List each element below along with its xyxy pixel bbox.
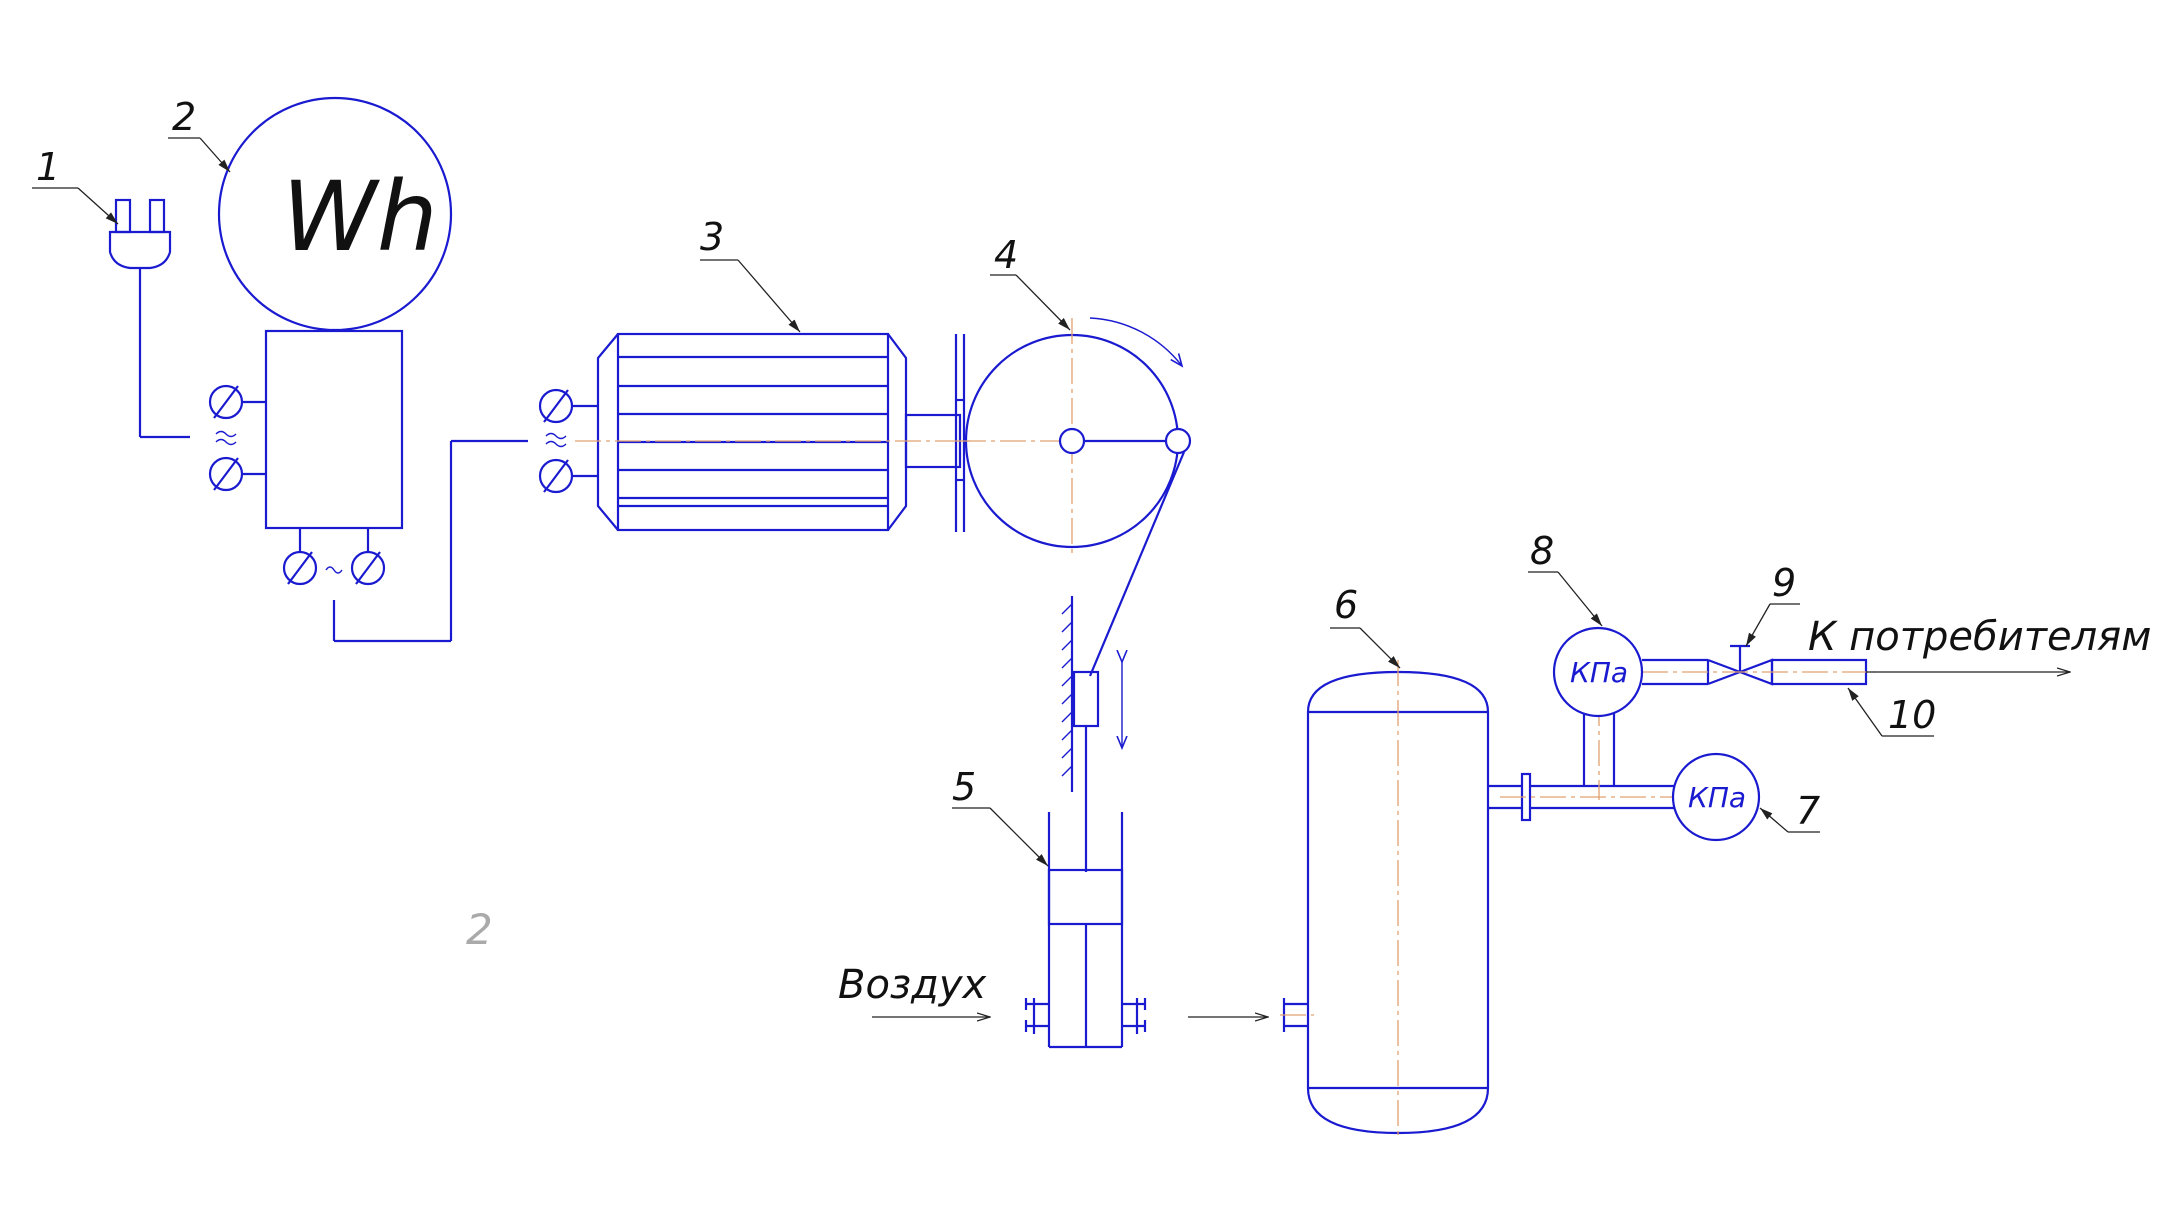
page-number: 2: [466, 905, 493, 954]
label-5: 5: [952, 765, 976, 809]
meter-output-terminals: [282, 550, 386, 586]
label-4: 4: [994, 233, 1018, 277]
label-6: 6: [1334, 583, 1358, 627]
air-label: Воздух: [838, 962, 987, 1008]
leader-2: [168, 137, 231, 173]
gauge-8-text: КПа: [1570, 656, 1628, 689]
label-3: 3: [700, 215, 724, 259]
label-1: 1: [36, 145, 60, 189]
gauge-7-text: КПа: [1688, 781, 1746, 814]
leader-1: [32, 187, 119, 225]
leader-6: [1330, 627, 1401, 669]
compressor-cylinder: [1024, 812, 1147, 1049]
label-8: 8: [1530, 529, 1554, 573]
leader-10: [1847, 687, 1934, 737]
label-10: 10: [1888, 693, 1936, 737]
consumers-label: К потребителям: [1808, 614, 2151, 660]
meter-input-terminals: [208, 384, 244, 492]
pressure-gauge-8: [1552, 626, 1644, 718]
label-7: 7: [1796, 789, 1820, 833]
pressure-gauge-7: [1671, 752, 1761, 842]
electricity-meter: [217, 96, 453, 552]
meter-text: Wh: [282, 161, 438, 273]
crosshead-guide: [1061, 596, 1122, 872]
motor-terminals: [538, 388, 598, 494]
leader-3: [700, 259, 801, 333]
leader-4: [990, 274, 1071, 331]
label-2: 2: [172, 95, 196, 139]
label-9: 9: [1772, 561, 1796, 605]
receiver-tank: [1280, 660, 1490, 1140]
leader-8: [1528, 571, 1603, 627]
electric-motor: [575, 332, 975, 532]
power-plug: [108, 198, 190, 439]
crank-wheel: [960, 317, 1192, 677]
leader-7: [1759, 807, 1820, 833]
leader-9: [1745, 603, 1800, 647]
wire-meter-to-motor: [332, 439, 528, 643]
outlet-piping: [1488, 644, 2070, 822]
leader-5: [952, 807, 1049, 867]
